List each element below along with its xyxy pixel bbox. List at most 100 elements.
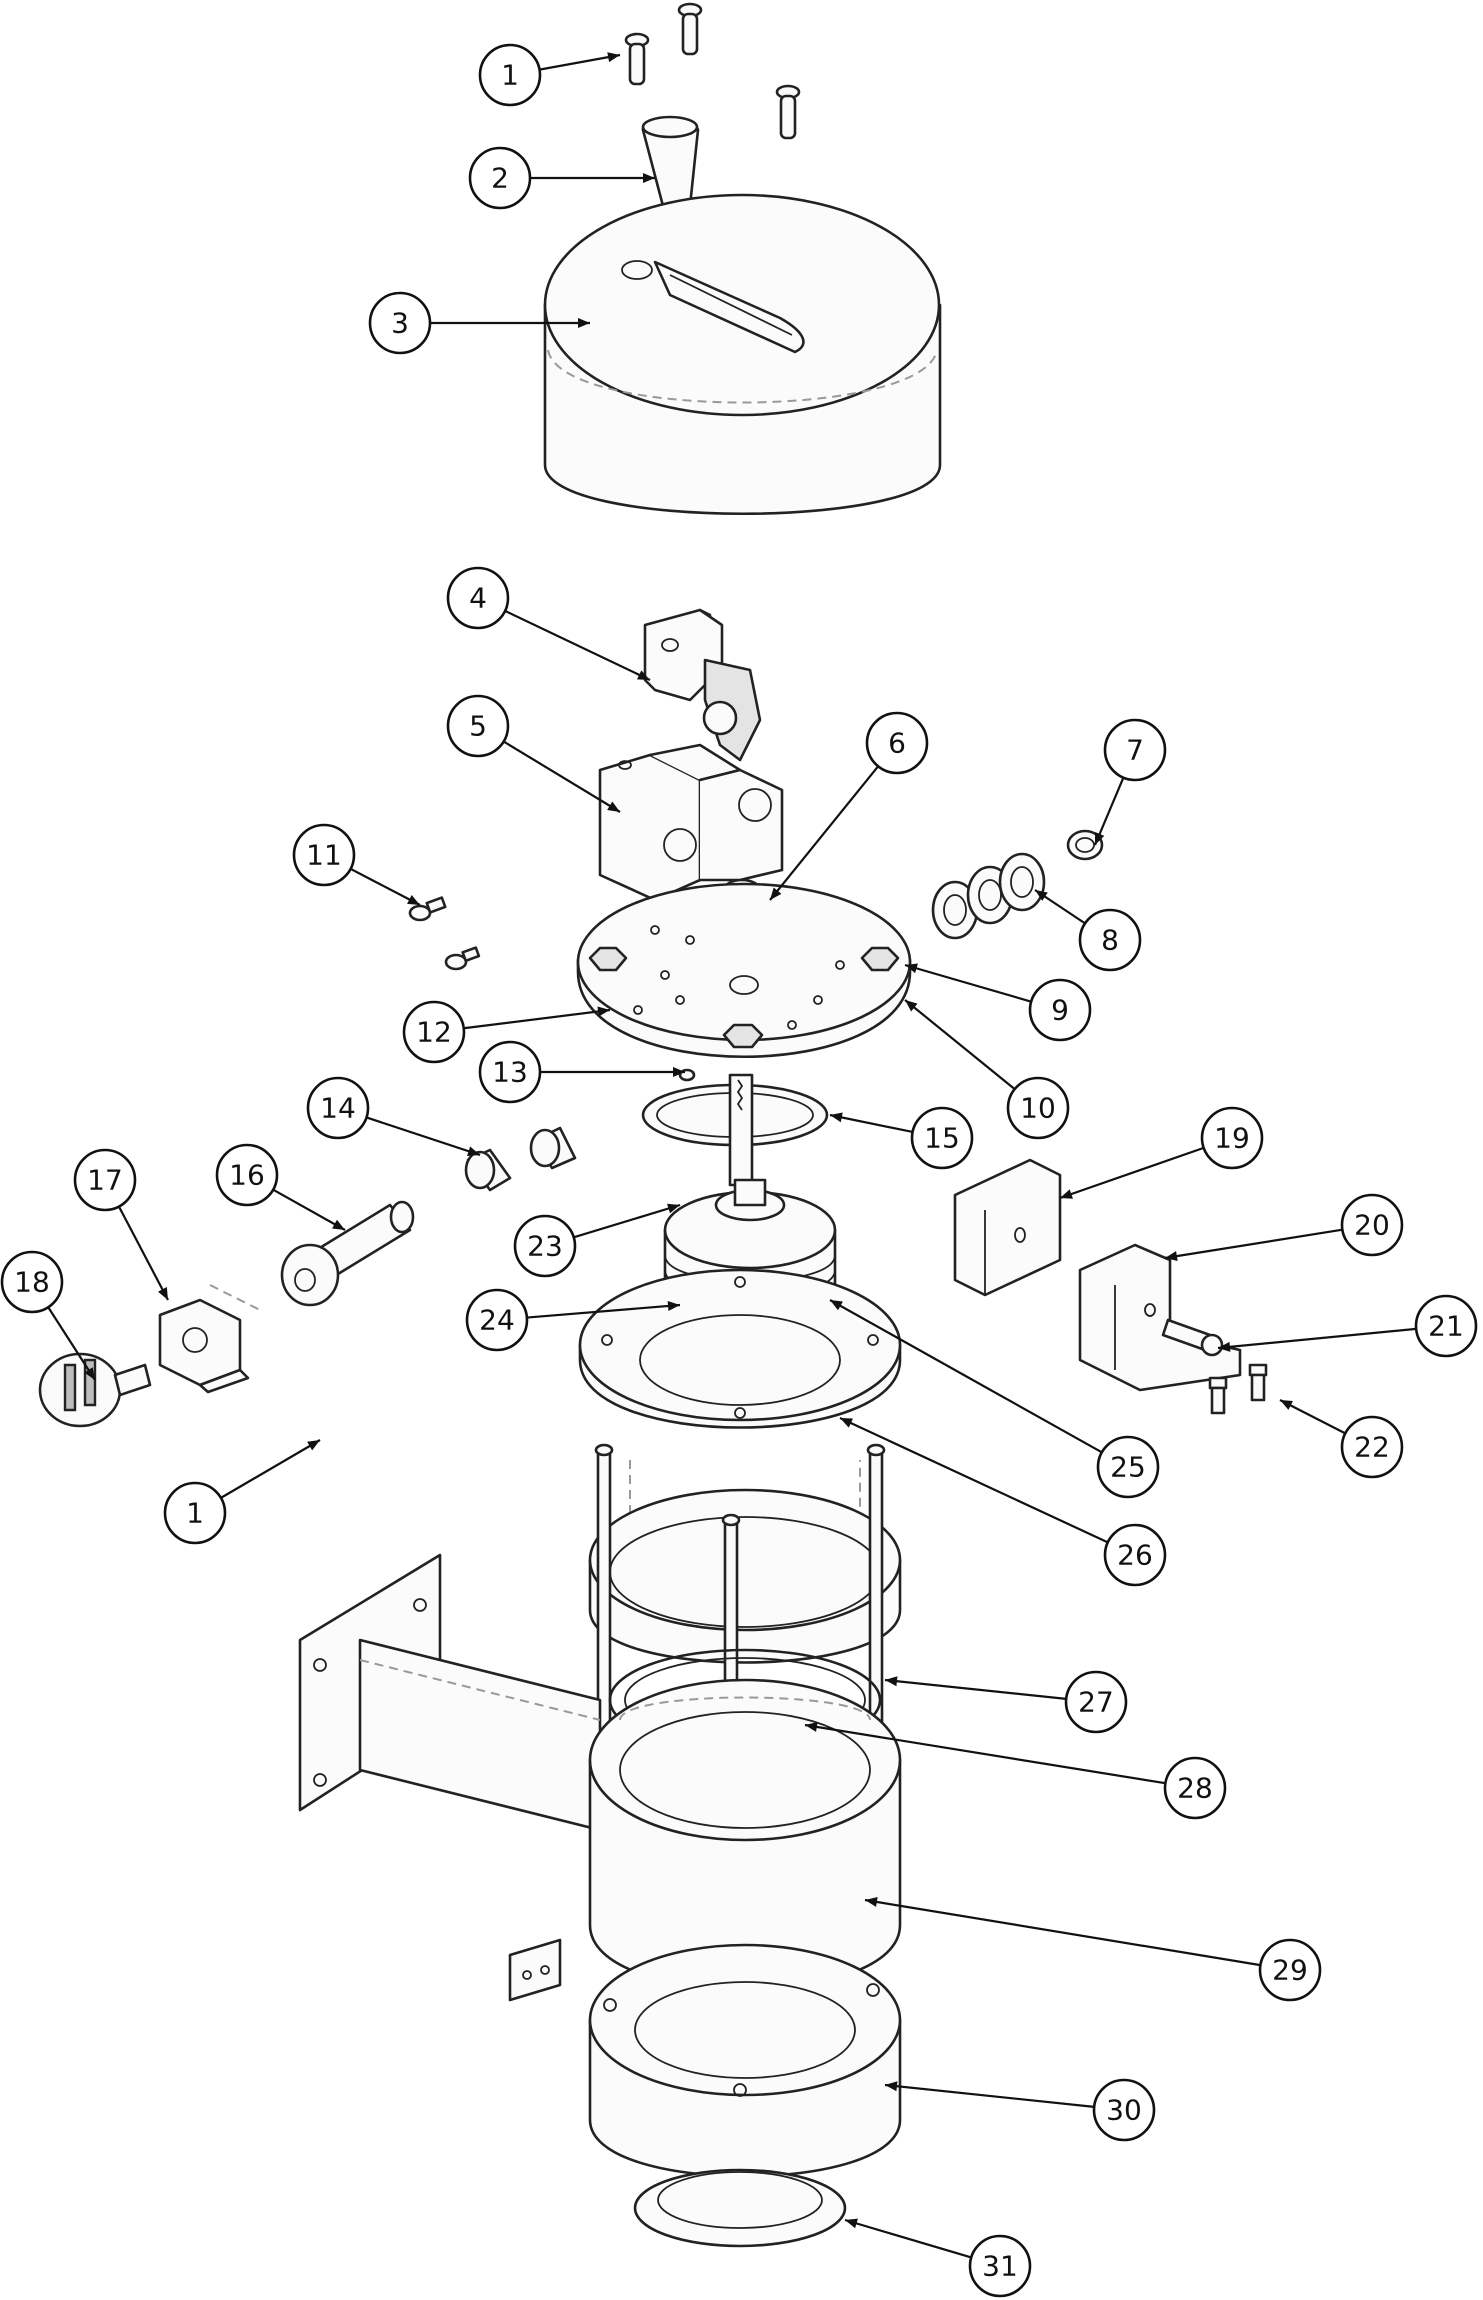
small-bracket [158, 1284, 261, 1394]
callout-bubble [478, 43, 542, 107]
spacer-rings [931, 852, 1046, 940]
callout-c8: 8 [1034, 889, 1142, 972]
arrowhead [157, 1287, 168, 1300]
callout-number: 1 [186, 1497, 204, 1530]
callout-number: 29 [1272, 1954, 1308, 1987]
arrowhead [332, 1219, 345, 1230]
arrowhead [1035, 890, 1048, 901]
leader-line [573, 1203, 681, 1239]
callout-c27: 27 [884, 1670, 1128, 1734]
callout-bubble [1340, 1415, 1404, 1479]
callout-bubble [1414, 1294, 1478, 1358]
callout-bubble [1258, 1938, 1322, 2002]
arrowhead [905, 963, 918, 974]
arrowhead [637, 670, 650, 680]
callout-c16: 16 [215, 1143, 346, 1231]
leader-line [769, 765, 879, 901]
callout-bubble [446, 694, 510, 758]
callout-number: 18 [14, 1266, 50, 1299]
callout-bubble [1163, 1756, 1227, 1820]
callout-bubble [1340, 1193, 1404, 1257]
callout-c21: 21 [1217, 1294, 1478, 1358]
leader-line [272, 1188, 346, 1231]
callout-c5: 5 [446, 694, 621, 813]
arrowhead [643, 173, 655, 183]
leader-line [1217, 1327, 1417, 1350]
arrowhead [840, 1418, 853, 1428]
leader-line [864, 1898, 1261, 1967]
flange-plate [578, 1268, 902, 1429]
bracket-block [598, 743, 784, 902]
leader-line [350, 867, 421, 906]
callout-number: 3 [391, 307, 409, 340]
cover-cylinder [543, 193, 942, 515]
callout-bubble [1028, 978, 1092, 1042]
callout-c12: 12 [402, 1000, 611, 1064]
callout-bubble [0, 1250, 64, 1314]
leader-line [804, 1723, 1166, 1785]
callout-c2: 2 [468, 146, 655, 210]
leader-line [904, 963, 1032, 1003]
callout-bubble [865, 711, 929, 775]
leader-line [1164, 1228, 1343, 1260]
callout-bubble [1200, 1106, 1264, 1170]
callout-c9: 9 [904, 963, 1092, 1042]
callout-bubble [968, 2234, 1032, 2298]
callout-number: 25 [1110, 1451, 1146, 1484]
callout-number: 13 [492, 1056, 528, 1089]
pin [280, 1200, 415, 1307]
connector [38, 1352, 152, 1428]
callout-c14: 14 [306, 1076, 481, 1157]
callout-number: 4 [469, 582, 487, 615]
callout-c26: 26 [839, 1417, 1167, 1587]
leader-line [503, 740, 621, 813]
leader-line [220, 1439, 321, 1499]
base-cylinder [508, 1938, 902, 2178]
leader-line [47, 1306, 96, 1381]
callout-c4: 4 [446, 566, 651, 681]
callout-bubble [163, 1481, 227, 1545]
callout-bubble [1103, 718, 1167, 782]
callout-number: 12 [416, 1016, 452, 1049]
callout-bubble [215, 1143, 279, 1207]
callout-c19: 19 [1059, 1106, 1264, 1200]
callout-number: 11 [306, 839, 342, 872]
callout-number: 30 [1106, 2094, 1142, 2127]
leader-line [839, 1417, 1109, 1544]
gear-rack-block [643, 608, 762, 762]
callout-number: 24 [479, 1304, 515, 1337]
callout-number: 26 [1117, 1539, 1153, 1572]
bushings [464, 1126, 577, 1192]
callout-bubble [468, 146, 532, 210]
leader-line [829, 1299, 1103, 1454]
callout-c1a: 1 [478, 43, 621, 107]
arrowhead [607, 801, 620, 812]
callout-number: 14 [320, 1092, 356, 1125]
callout-c29: 29 [864, 1897, 1322, 2002]
arrowhead [1165, 1251, 1178, 1262]
arrowhead [578, 318, 590, 328]
callout-bubble [1078, 908, 1142, 972]
callout-c13: 13 [478, 1040, 685, 1104]
arrowhead [607, 52, 620, 63]
callout-c17: 17 [73, 1148, 169, 1301]
callout-number: 1 [501, 59, 519, 92]
callout-number: 23 [527, 1230, 563, 1263]
leader-line [366, 1116, 481, 1157]
callout-bubble [513, 1214, 577, 1278]
arrowhead [667, 1300, 680, 1311]
callout-number: 31 [982, 2250, 1018, 2283]
callout-c30: 30 [884, 2078, 1156, 2142]
arrowhead [905, 1000, 918, 1012]
callout-bubble [1092, 2078, 1156, 2142]
leader-line [1093, 777, 1125, 846]
arrowhead [1218, 1341, 1231, 1352]
callout-c7: 7 [1093, 718, 1167, 846]
leader-line [884, 2083, 1095, 2108]
callout-c6: 6 [769, 711, 929, 901]
callout-c20: 20 [1164, 1193, 1404, 1262]
leader-line [844, 2218, 972, 2259]
screw-top-2 [677, 2, 703, 56]
